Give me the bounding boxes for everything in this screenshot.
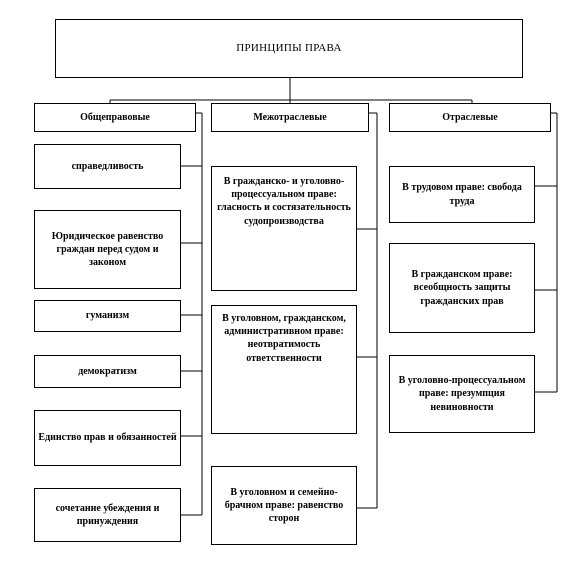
general-item-text: Единство прав и обязанностей [38,432,177,444]
sectoral-item-civil: В гражданском праве: всеобщность защиты … [389,243,535,333]
intersectoral-item-text: В уголовном, гражданском, административн… [222,313,346,364]
general-item-democracy: демократизм [34,355,181,388]
header-general-text: Общеправовые [80,111,150,123]
general-item-equality: Юридическое равенство граждан перед судо… [34,210,181,289]
intersectoral-item-text: В уголовном и семейно-брачном праве: рав… [224,486,344,525]
general-item-text: справедливость [71,160,144,172]
diagram-title: ПРИНЦИПЫ ПРАВА [55,19,523,78]
general-item-text: Юридическое равенство граждан перед судо… [51,230,164,269]
general-item-text: гуманизм [85,310,130,322]
header-sectoral-text: Отраслевые [442,111,498,123]
header-intersectoral-text: Межотраслевые [253,111,327,123]
header-sectoral: Отраслевые [389,103,551,132]
sectoral-item-text: В уголовно-процессуальном праве: презумп… [398,375,526,413]
header-intersectoral: Межотраслевые [211,103,369,132]
intersectoral-item-responsibility: В уголовном, гражданском, административн… [211,305,357,434]
general-item-text: демократизм [78,365,137,377]
intersectoral-item-equality: В уголовном и семейно-брачном праве: рав… [211,466,357,545]
sectoral-item-text: В трудовом праве: свобода труда [402,182,522,207]
header-general: Общеправовые [34,103,196,132]
intersectoral-item-text: В гражданско- и уголовно-процессуальном … [217,176,351,227]
general-item-unity: Единство прав и обязанностей [34,410,181,466]
intersectoral-item-publicity: В гражданско- и уголовно-процессуальном … [211,166,357,291]
sectoral-item-labor: В трудовом праве: свобода труда [389,166,535,223]
diagram-title-text: ПРИНЦИПЫ ПРАВА [236,42,342,55]
sectoral-item-text: В гражданском праве: всеобщность защиты … [411,269,513,307]
sectoral-item-presumption: В уголовно-процессуальном праве: презумп… [389,355,535,433]
general-item-humanism: гуманизм [34,300,181,332]
general-item-persuasion: сочетание убеждения и принуждения [34,488,181,542]
general-item-text: сочетание убеждения и принуждения [55,502,160,527]
general-item-justice: справедливость [34,144,181,189]
